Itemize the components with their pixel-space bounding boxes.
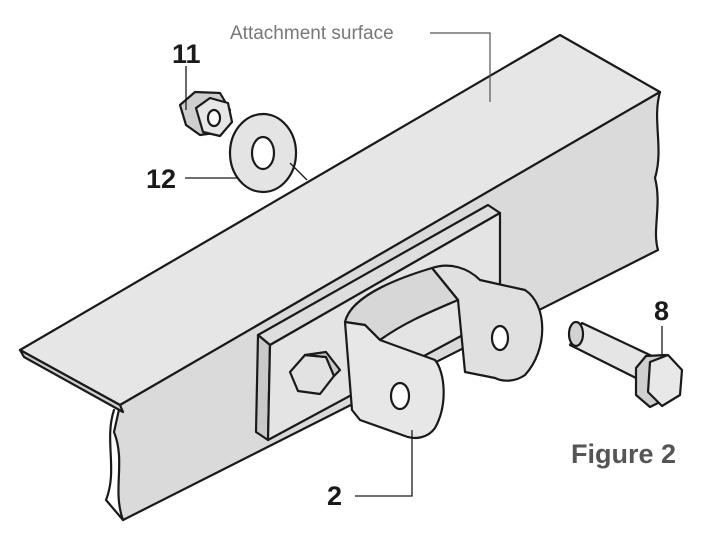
attachment-surface-label: Attachment surface xyxy=(230,23,394,44)
hex-bolt-8 xyxy=(567,320,684,409)
bracket-u-body xyxy=(343,266,460,342)
nut-hole xyxy=(206,108,222,128)
attachment-beam xyxy=(18,33,662,522)
beam-broken-edge xyxy=(104,408,125,522)
bolt-8-tip xyxy=(567,320,585,348)
bracket-rear-hole xyxy=(490,324,510,352)
leader-attachment-surface xyxy=(430,32,491,102)
bolt-hex-side xyxy=(303,350,342,378)
bracket-front-ear xyxy=(343,320,445,439)
washer-12 xyxy=(228,112,298,194)
plate-bolt-head xyxy=(288,350,342,396)
part-8-label: 8 xyxy=(654,296,669,326)
bracket-rear-ear xyxy=(430,264,544,382)
hex-nut-11 xyxy=(178,90,234,138)
leader-part-2 xyxy=(355,430,413,497)
washer-inner xyxy=(250,135,276,171)
figure-caption: Figure 2 xyxy=(571,439,676,469)
beam-left-end xyxy=(18,348,125,414)
u-bracket xyxy=(343,264,544,439)
part-12-label: 12 xyxy=(146,164,176,194)
part-2-label: 2 xyxy=(327,481,342,511)
assembly-centerline xyxy=(289,162,308,181)
bolt-8-head-face xyxy=(646,353,684,408)
bracket-front-hole xyxy=(389,381,411,411)
part-11-label: 11 xyxy=(172,39,201,69)
